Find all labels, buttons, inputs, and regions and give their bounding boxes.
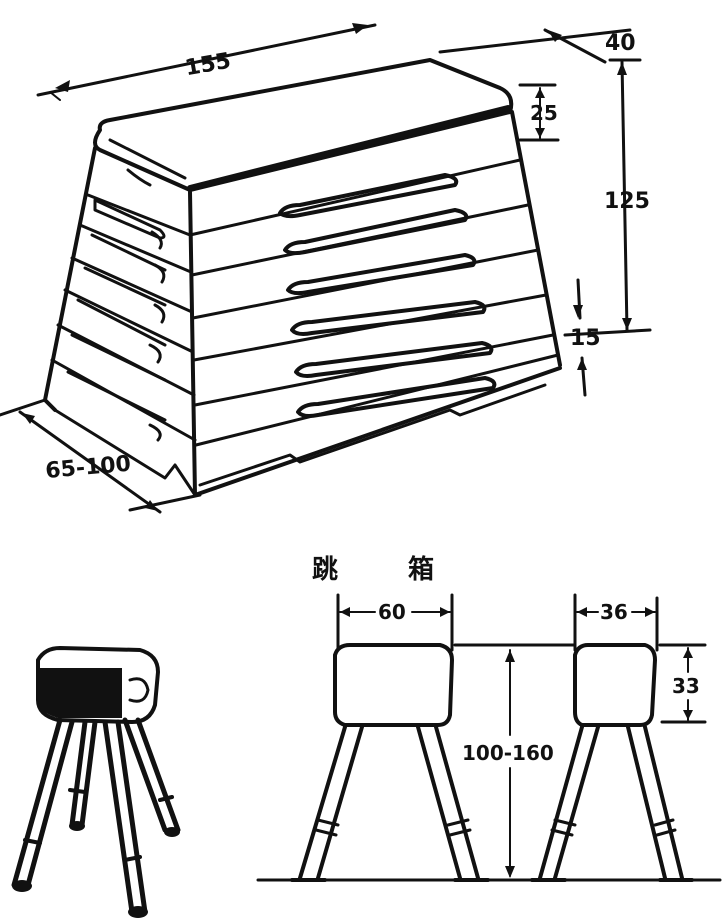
vaulting-buck-side [530, 643, 694, 882]
dim-buck-height-label: 100-160 [462, 741, 554, 765]
dim-length-label: 155 [183, 49, 233, 82]
buck-foot [12, 880, 32, 892]
dim-height-label: 125 [604, 189, 650, 214]
dimension-width: 65-100 [0, 398, 202, 514]
vaulting-buck-perspective [11, 646, 181, 918]
dimension-top: 25 [518, 83, 560, 142]
buck-foot [128, 906, 148, 918]
dimension-height: 125 [563, 58, 652, 337]
caption-left: 跳 [312, 555, 338, 585]
dimension-length: 155 [36, 23, 377, 101]
dimension-pad-height: 33 [658, 643, 707, 724]
dimension-base: 15 [570, 278, 601, 397]
caption-right: 箱 [408, 554, 434, 585]
dim-side-width-label: 36 [600, 600, 628, 624]
dimension-side-width: 36 [573, 593, 659, 652]
dim-pad-height-label: 33 [672, 674, 700, 698]
dim-top-label: 25 [530, 101, 558, 125]
dim-depth-label: 40 [605, 31, 636, 56]
vaulting-buck-front [290, 643, 490, 882]
dimension-buck-height: 100-160 [453, 643, 577, 878]
buck-foot [69, 821, 85, 831]
dimension-depth: 40 [438, 28, 636, 64]
vaulting-box-drawing [43, 58, 562, 497]
dim-base-label: 15 [570, 326, 601, 351]
dim-front-width-label: 60 [378, 600, 406, 624]
buck-foot [164, 827, 180, 837]
dim-width-label: 65-100 [44, 452, 132, 484]
dimension-front-width: 60 [336, 593, 454, 652]
